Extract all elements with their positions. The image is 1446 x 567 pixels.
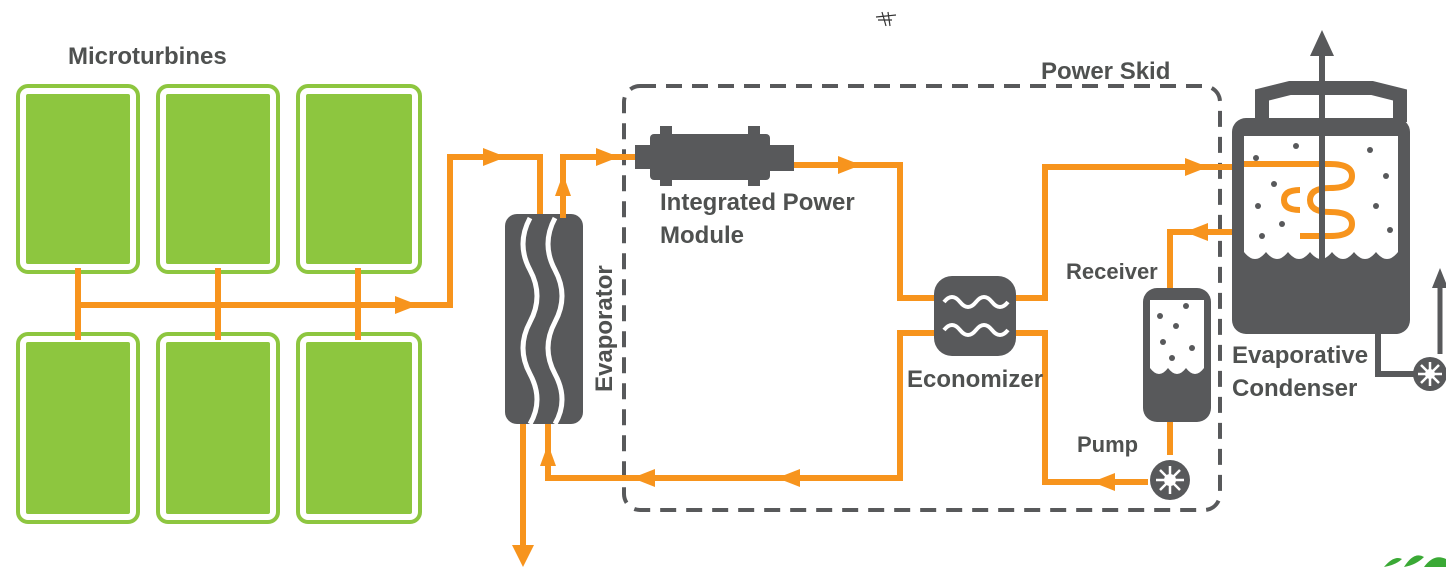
microturbines-label: Microturbines — [68, 43, 227, 70]
power-skid-boundary — [622, 84, 1222, 512]
integrated-power-module — [635, 126, 794, 186]
exhaust-pipes — [75, 154, 543, 340]
economizer — [934, 276, 1016, 356]
decorative-mark — [875, 11, 897, 27]
evaporator-label: Evaporator — [591, 265, 618, 392]
receiver — [1143, 288, 1211, 422]
economizer-label: Economizer — [907, 366, 1043, 393]
water-recirc-arrow — [1432, 268, 1446, 288]
microturbine-array — [16, 84, 422, 524]
air-outlet-arrow — [1310, 30, 1334, 56]
fan-icon — [1413, 357, 1446, 391]
water-recirculation-line — [1375, 310, 1420, 377]
evaporative-condenser-label-line1: Evaporative — [1232, 342, 1368, 369]
evaporative-condenser-label-line2: Condenser — [1232, 375, 1357, 402]
pump-label: Pump — [1077, 432, 1138, 457]
power-skid-label: Power Skid — [1041, 58, 1170, 85]
corner-leaf-graphic — [1384, 555, 1446, 567]
pump-icon — [1150, 460, 1190, 500]
exhaust-out-arrow — [512, 545, 534, 567]
integrated-power-module-label-line2: Module — [660, 222, 744, 249]
flow-arrows-loop — [540, 148, 1208, 491]
flow-arrows-exhaust — [395, 148, 506, 314]
evaporator — [505, 214, 583, 426]
receiver-label: Receiver — [1066, 259, 1158, 284]
integrated-power-module-label-line1: Integrated Power — [660, 189, 855, 216]
